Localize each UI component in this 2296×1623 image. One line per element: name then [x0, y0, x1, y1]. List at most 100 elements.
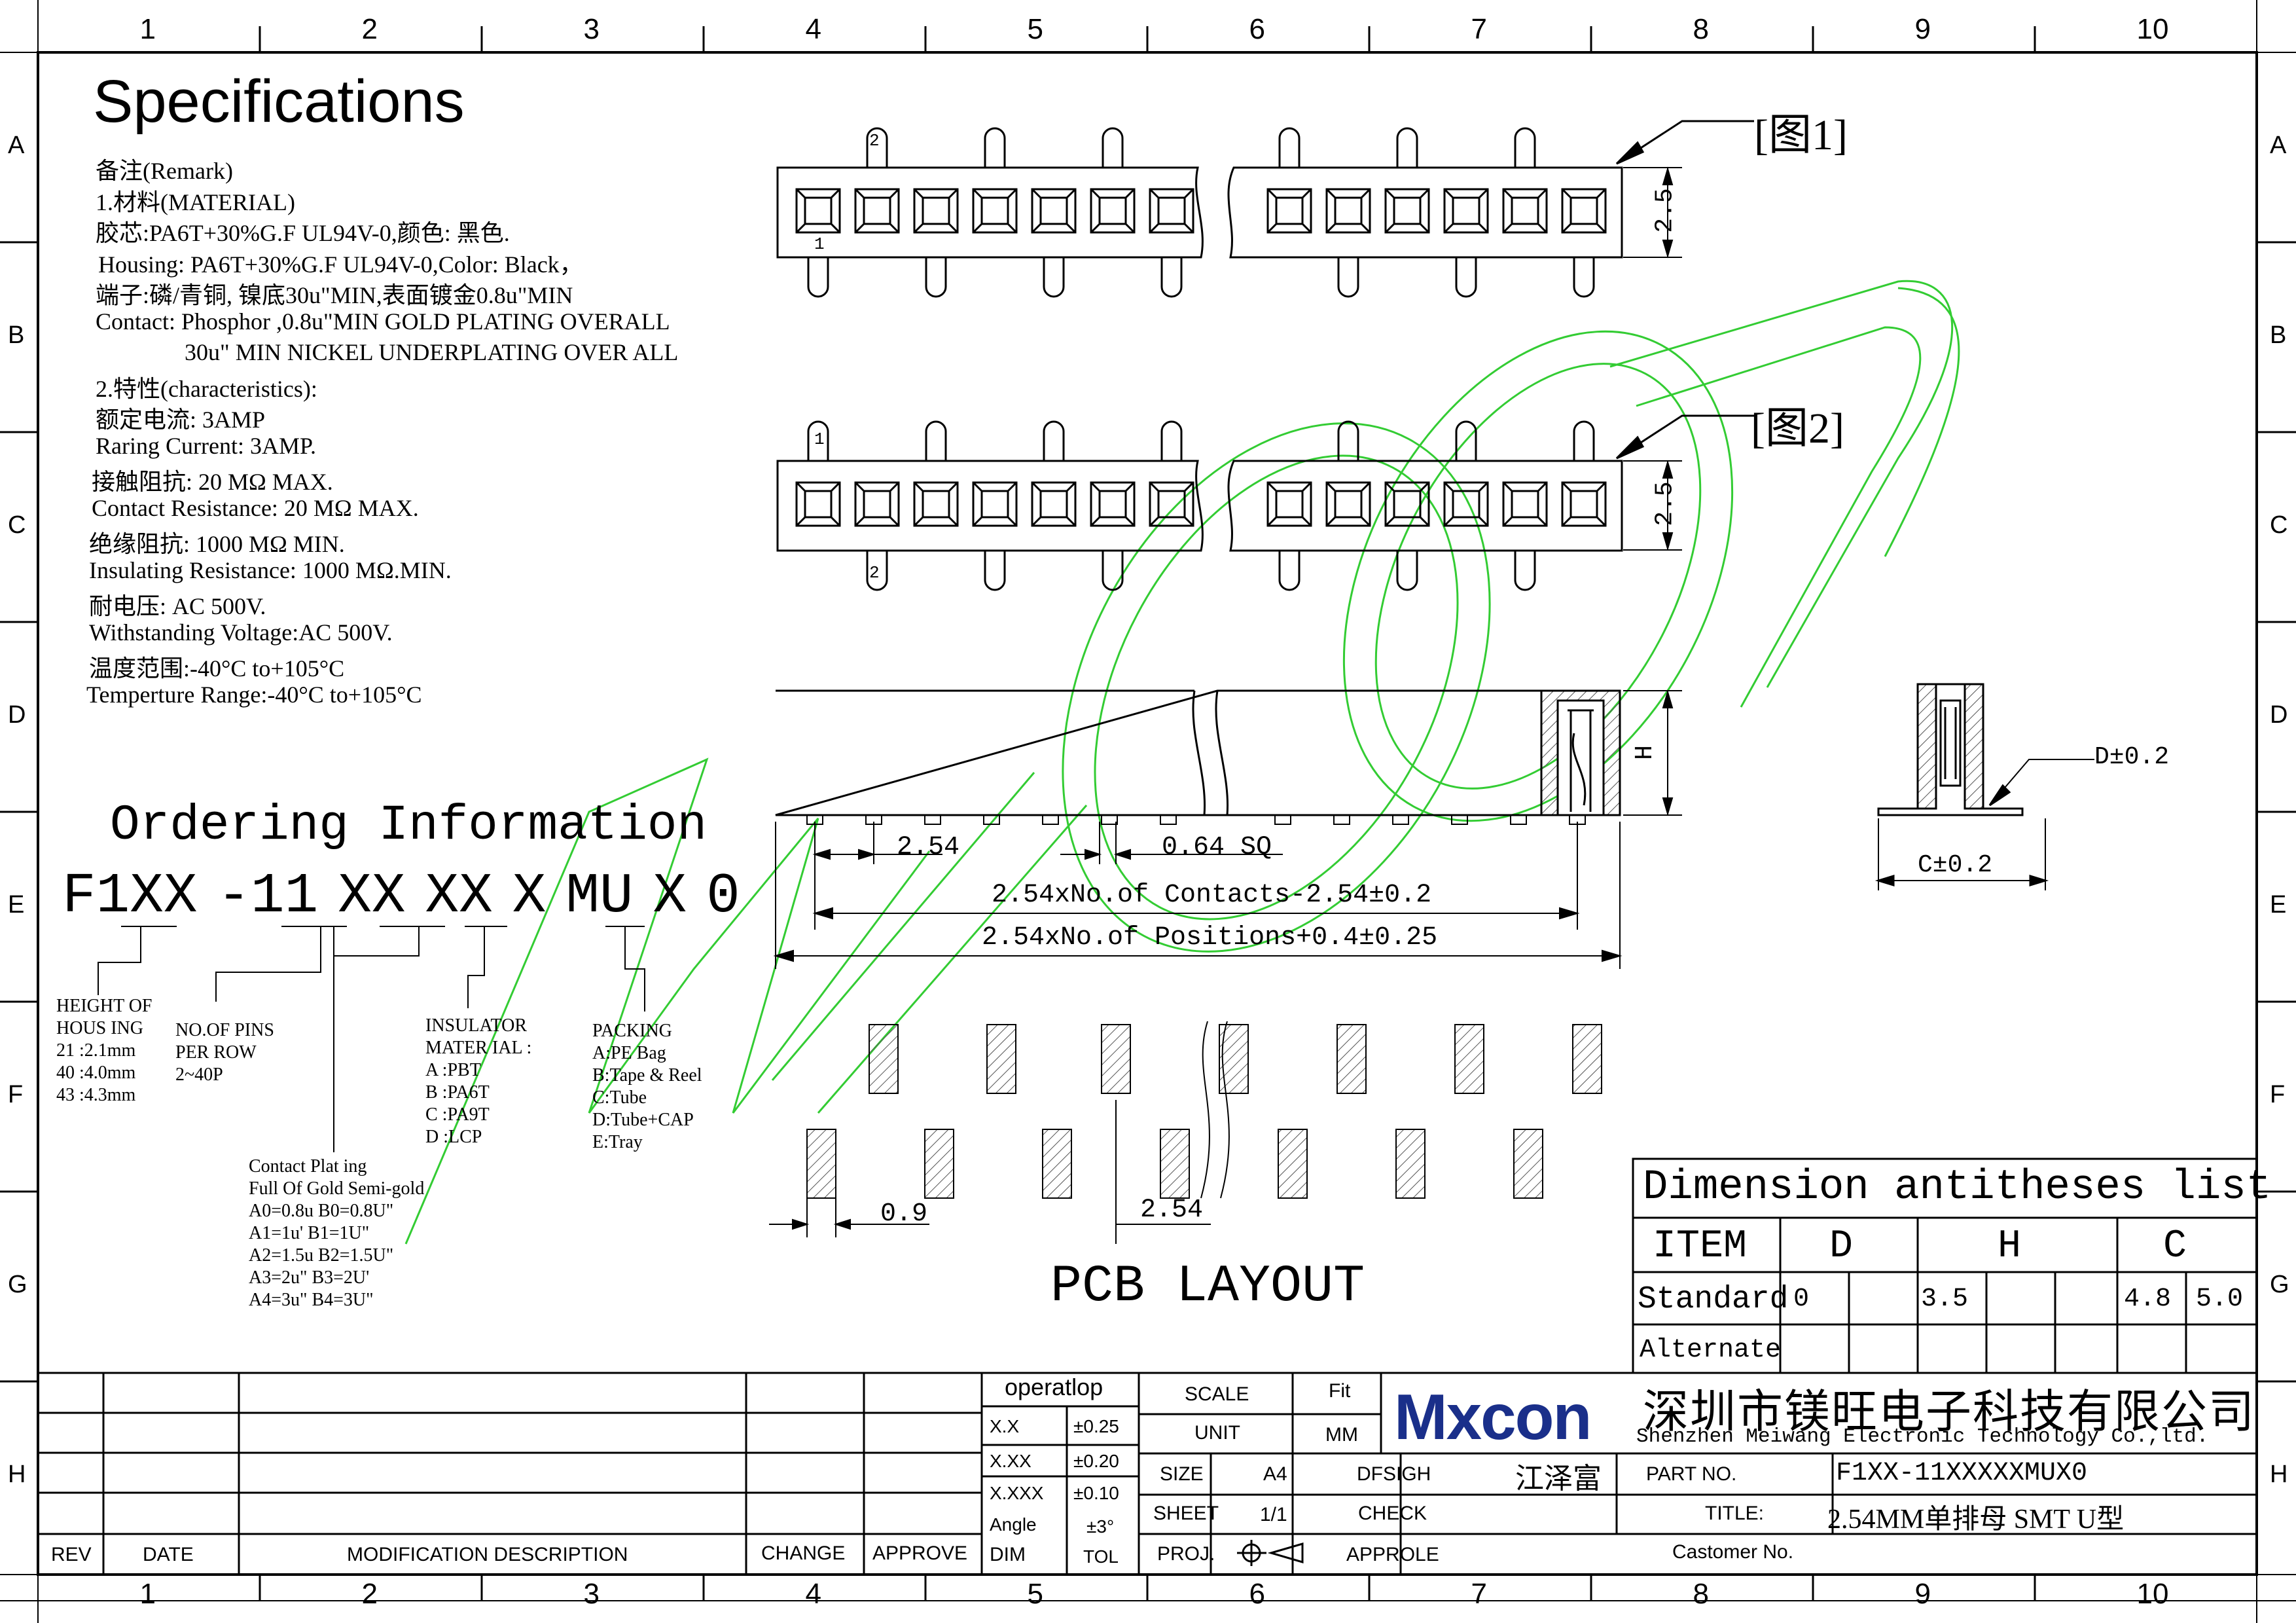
contact-square-inner	[922, 490, 950, 519]
contact-square-inner	[863, 490, 891, 519]
plating-option-line: A0=0.8u B0=0.8U"	[249, 1201, 394, 1221]
end-d-dim: D±0.2	[2094, 743, 2170, 771]
contact-square	[1090, 481, 1136, 527]
dimension-table-title: Dimension antitheses list	[1643, 1164, 2272, 1211]
contact-square	[1090, 188, 1136, 234]
plating-option-line: A4=3u" B4=3U"	[249, 1290, 374, 1310]
contact-chamfer	[795, 188, 841, 234]
pin-lead	[1043, 257, 1065, 298]
tb-check: CHECK	[1358, 1503, 1427, 1524]
pin-lead	[1455, 257, 1477, 298]
contact-square-inner	[804, 490, 833, 519]
frame-col-top-2: 2	[361, 13, 378, 45]
contact-square-inner	[1039, 196, 1068, 225]
tb-rev: REV	[51, 1544, 92, 1565]
contact-chamfer	[972, 481, 1018, 527]
contact-chamfer	[1149, 188, 1194, 234]
spec-line: 30u" MIN NICKEL UNDERPLATING OVER ALL	[185, 339, 679, 365]
dim-header-h: H	[1998, 1224, 2022, 1269]
contact-square	[913, 188, 959, 234]
contact-square	[1502, 481, 1548, 527]
pins-option-line: 2~40P	[175, 1065, 223, 1085]
pcb-pad-width-dim: 0.9	[880, 1199, 928, 1229]
ordering-code-part: X	[653, 864, 687, 928]
contact-chamfer	[1384, 481, 1430, 527]
spec-line: Withstanding Voltage:AC 500V.	[89, 619, 393, 646]
pitch-dim: 2.54	[897, 833, 960, 862]
spec-line: Raring Current: 3AMP.	[96, 432, 316, 459]
dim-header-item: ITEM	[1653, 1224, 1748, 1269]
ordering-code-part: 0	[706, 864, 740, 928]
contact-square-inner	[1511, 196, 1539, 225]
side-pad	[1101, 814, 1118, 825]
side-pad	[1274, 814, 1291, 825]
frame-row-right-D: D	[2270, 701, 2288, 729]
company-name-en: Shenzhen Meiwang Electronic Technology C…	[1636, 1425, 2209, 1448]
end-view	[1874, 683, 2094, 890]
insulator-option-line: D :LCP	[425, 1127, 482, 1147]
contact-chamfer	[913, 481, 959, 527]
contact-square	[1502, 188, 1548, 234]
contact-square-inner	[1334, 196, 1363, 225]
fig1-pin2-mark: 2	[869, 131, 880, 151]
pin-lead	[1337, 420, 1359, 461]
pin-lead	[1514, 127, 1536, 168]
projection-symbol-icon	[1237, 1540, 1304, 1566]
packing-option-line: B:Tape & Reel	[592, 1065, 702, 1085]
pins-option-line: NO.OF PINS	[175, 1020, 274, 1040]
contact-square	[854, 188, 900, 234]
spec-line: Temperture Range:-40°C to+105°C	[86, 681, 422, 708]
frame-row-right-G: G	[2270, 1271, 2289, 1298]
pcb-pad-bottom	[1160, 1129, 1190, 1199]
frame-row-left-E: E	[8, 891, 25, 919]
ordering-code-part: XX	[425, 864, 493, 928]
side-pad	[1392, 814, 1409, 825]
dim-standard-h: 3.5	[1921, 1285, 1969, 1314]
contact-square	[972, 188, 1018, 234]
company-name-cn: 深圳市镁旺电子科技有限公司	[1643, 1387, 2255, 1438]
fig2-height-dim: 2.5	[1651, 481, 1679, 526]
plating-option-line: A2=1.5u B2=1.5U"	[249, 1245, 394, 1266]
frame-col-bottom-8: 8	[1693, 1578, 1709, 1610]
pin-lead	[1278, 551, 1300, 591]
pcb-pad-top	[1572, 1024, 1602, 1094]
pcb-pitch-dim: 2.54	[1140, 1195, 1204, 1225]
tb-modification: MODIFICATION DESCRIPTION	[347, 1544, 628, 1565]
pin-lead	[1278, 127, 1300, 168]
specifications-title: Specifications	[93, 68, 465, 135]
height-option-line: HEIGHT OF	[56, 996, 152, 1016]
dim-standard-c-max: 5.0	[2196, 1285, 2244, 1314]
ordering-code-part: XX	[130, 864, 198, 928]
frame-col-bottom-9: 9	[1914, 1578, 1931, 1610]
contact-square	[1266, 481, 1312, 527]
contact-square-inner	[1157, 196, 1186, 225]
contact-square	[1325, 188, 1371, 234]
frame-col-bottom-5: 5	[1027, 1578, 1043, 1610]
pin-lead	[984, 551, 1006, 591]
fig-leaders	[1615, 120, 1754, 460]
fig2-pin1-mark: 1	[814, 429, 825, 449]
contact-square	[972, 481, 1018, 527]
frame-col-bottom-4: 4	[805, 1578, 821, 1610]
contact-chamfer	[1266, 188, 1312, 234]
pin-lead	[866, 127, 888, 168]
tb-designer: 江泽富	[1515, 1463, 1602, 1495]
contact-chamfer	[1325, 188, 1371, 234]
pin-lead	[866, 551, 888, 591]
tb-proj: PROJ.	[1157, 1543, 1215, 1565]
pin-lead	[1043, 420, 1065, 461]
tb-scale: SCALE	[1185, 1383, 1249, 1405]
contact-square-inner	[922, 196, 950, 225]
dimension-table-grid	[1632, 1158, 2258, 1374]
frame-col-top-10: 10	[2136, 13, 2169, 45]
contact-square-inner	[863, 196, 891, 225]
fig1-pin1-mark: 1	[814, 234, 825, 254]
side-pad	[1333, 814, 1350, 825]
spec-line: Contact Resistance: 20 MΩ MAX.	[92, 494, 419, 521]
frame-col-top-7: 7	[1471, 13, 1487, 45]
side-view-pads	[806, 814, 1586, 825]
pcb-pad-bottom	[806, 1129, 836, 1199]
frame-row-right-C: C	[2270, 511, 2288, 539]
contact-square-inner	[1098, 490, 1127, 519]
